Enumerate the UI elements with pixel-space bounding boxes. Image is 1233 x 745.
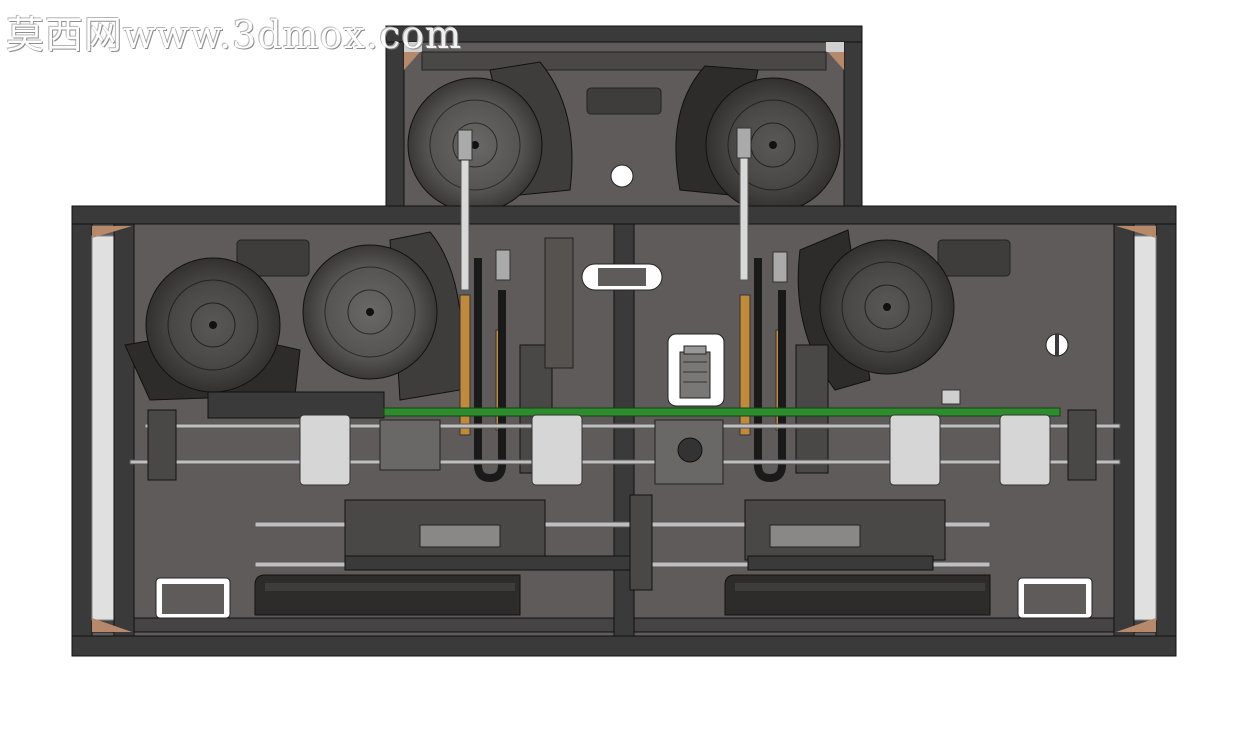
motor-icon xyxy=(679,345,711,399)
mount-hole xyxy=(610,164,634,188)
cable-chains xyxy=(254,574,991,616)
wood-corner xyxy=(1116,618,1156,632)
wood-corner xyxy=(92,618,132,632)
upper-left-reel xyxy=(407,61,573,213)
feeder-tubes xyxy=(457,127,788,483)
wood-corner xyxy=(828,52,844,70)
watermark: 莫西网www.3dmox.com xyxy=(6,13,463,57)
lower-carriages xyxy=(344,494,946,591)
feeder-modules xyxy=(147,409,1097,486)
wood-corner xyxy=(1116,226,1156,238)
lower-left-inner-reel xyxy=(302,231,463,401)
lower-left-outer-reel xyxy=(124,257,301,401)
wood-corner xyxy=(92,226,132,238)
wood-corner xyxy=(404,52,420,70)
conveyor-rail xyxy=(383,407,1061,417)
